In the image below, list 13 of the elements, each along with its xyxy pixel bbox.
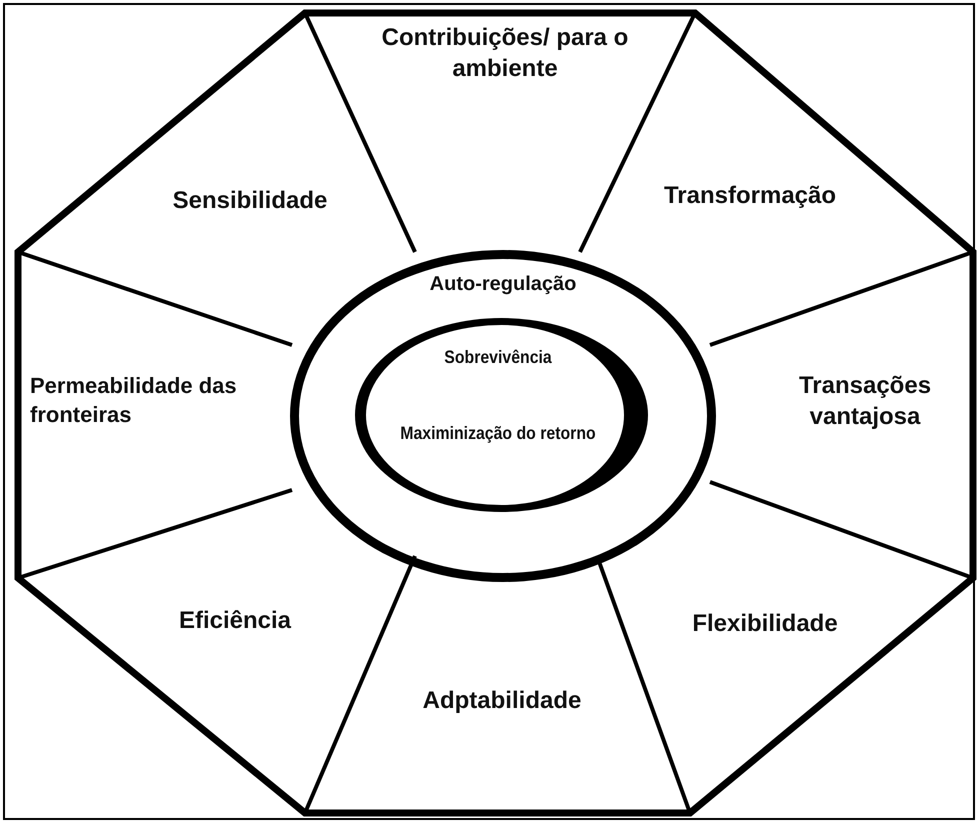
sector-label: Flexibilidade bbox=[645, 608, 885, 648]
sector-label: Permeabilidade das fronteiras bbox=[30, 372, 290, 442]
crescent-ellipse bbox=[355, 318, 648, 512]
center-label: Maximinização do retorno bbox=[399, 423, 597, 444]
ring-shape bbox=[290, 250, 716, 582]
center-label: Sobrevivência bbox=[443, 347, 553, 368]
sector-label: Contribuições/ para o ambiente bbox=[355, 22, 655, 102]
ring-label: Auto-regulação bbox=[428, 273, 578, 296]
sector-label: Adptabilidade bbox=[372, 685, 632, 725]
sector-label: Eficiência bbox=[130, 605, 340, 645]
sector-label: Transformação bbox=[610, 180, 890, 220]
sector-label: Transações vantajosa bbox=[770, 370, 960, 440]
sector-label: Sensibilidade bbox=[120, 185, 380, 225]
